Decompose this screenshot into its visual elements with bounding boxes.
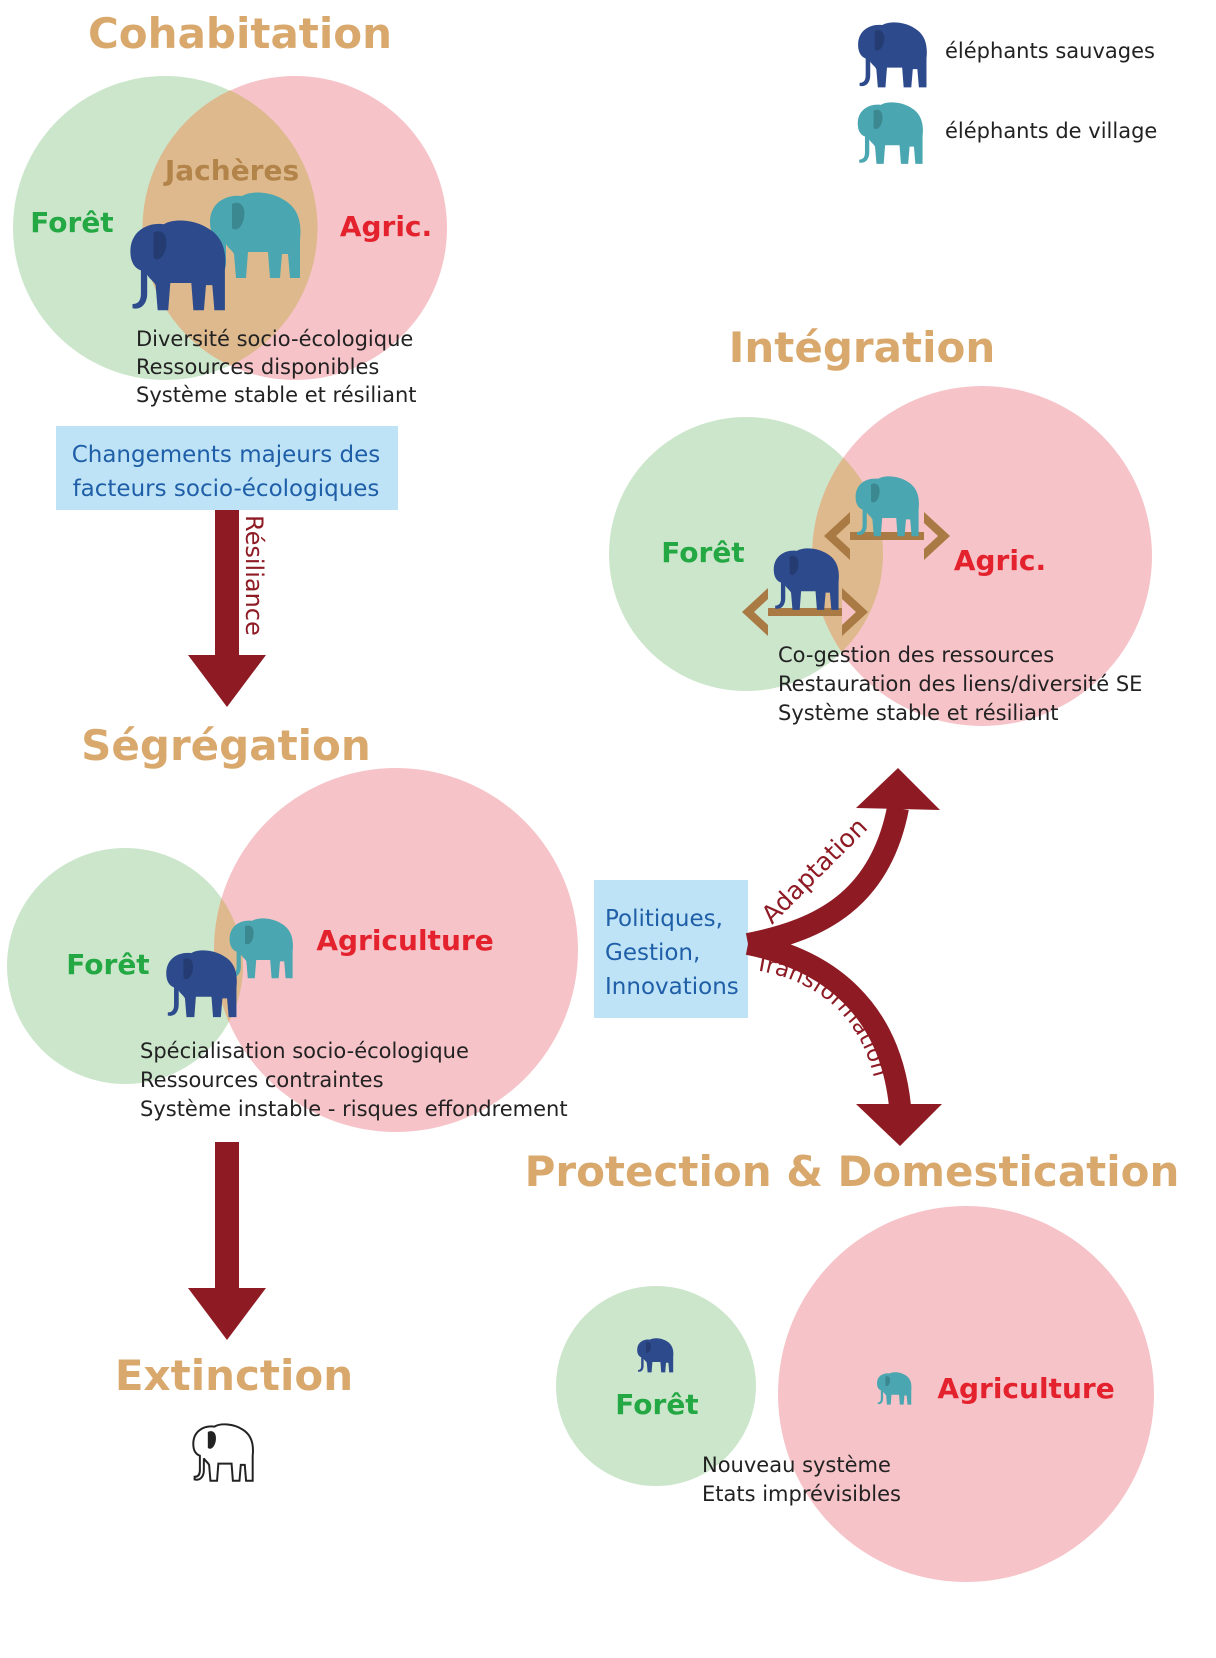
double-arrow-lower: [742, 588, 868, 636]
segregation-text-2: Ressources contraintes: [140, 1068, 384, 1092]
segregation-text-3: Système instable - risques effondrement: [140, 1097, 568, 1121]
integration-text-1: Co-gestion des ressources: [778, 643, 1054, 667]
cohabitation-section: Cohabitation Jachères Forêt Agric. Diver…: [13, 9, 447, 407]
double-arrow-upper: [824, 512, 950, 560]
integration-section: Intégration Forêt Agric. Co-gestion des …: [609, 323, 1152, 726]
legend-village-elephant-icon: [857, 102, 923, 164]
agriculture-label: Agriculture: [316, 924, 493, 957]
changes-box: Changements majeurs des facteurs socio-é…: [56, 426, 398, 510]
protection-title: Protection & Domestication: [525, 1147, 1180, 1196]
cohabitation-text-2: Ressources disponibles: [136, 355, 379, 379]
legend-wild-label: éléphants sauvages: [945, 39, 1155, 63]
protection-text-2: Etats imprévisibles: [702, 1482, 901, 1506]
cohabitation-title: Cohabitation: [88, 9, 392, 58]
forest-label: Forêt: [615, 1388, 698, 1421]
extinction-title: Extinction: [115, 1351, 353, 1400]
forest-circle: [609, 417, 883, 691]
policies-text-2: Gestion,: [605, 940, 700, 966]
extinct-elephant-icon: [192, 1423, 254, 1482]
adaptation-arrow: Adaptation: [745, 768, 940, 955]
policies-box: Politiques, Gestion, Innovations: [594, 880, 748, 1018]
protection-section: Protection & Domestication Forêt Agricul…: [525, 1147, 1180, 1582]
legend-village-label: éléphants de village: [945, 119, 1157, 143]
agriculture-circle: [214, 768, 578, 1132]
policies-text-3: Innovations: [605, 974, 739, 1000]
agriculture-circle: [812, 386, 1152, 726]
cohabitation-text-3: Système stable et résiliant: [136, 383, 417, 407]
changes-text-2: facteurs socio-écologiques: [73, 476, 380, 502]
legend-wild-elephant-icon: [858, 22, 927, 88]
forest-label: Forêt: [661, 536, 744, 569]
segregation-title: Ségrégation: [81, 721, 371, 770]
resilience-arrow: Résiliance: [188, 510, 268, 707]
forest-label: Forêt: [30, 206, 113, 239]
segregation-section: Ségrégation Forêt Agriculture Spécialisa…: [7, 721, 578, 1132]
policies-text-1: Politiques,: [605, 906, 723, 932]
extinction-section: Extinction: [115, 1351, 353, 1482]
agriculture-circle: [778, 1206, 1154, 1582]
agriculture-label: Agric.: [954, 544, 1046, 577]
forest-label: Forêt: [66, 948, 149, 981]
protection-text-1: Nouveau système: [702, 1453, 891, 1477]
integration-title: Intégration: [729, 323, 995, 372]
agriculture-label: Agriculture: [937, 1372, 1114, 1405]
integration-text-3: Système stable et résiliant: [778, 701, 1059, 725]
extinction-arrow: [188, 1142, 266, 1340]
cohabitation-text-1: Diversité socio-écologique: [136, 327, 413, 351]
agriculture-label: Agric.: [340, 210, 432, 243]
changes-text-1: Changements majeurs des: [72, 442, 381, 468]
transformation-arrow: Transformation: [745, 933, 942, 1146]
legend: éléphants sauvages éléphants de village: [857, 22, 1157, 164]
forest-circle: [7, 848, 243, 1084]
fallow-label: Jachères: [163, 154, 299, 187]
segregation-text-1: Spécialisation socio-écologique: [140, 1039, 469, 1063]
integration-text-2: Restauration des liens/diversité SE: [778, 672, 1142, 696]
forest-circle: [556, 1286, 756, 1486]
resilience-label: Résiliance: [240, 515, 268, 636]
